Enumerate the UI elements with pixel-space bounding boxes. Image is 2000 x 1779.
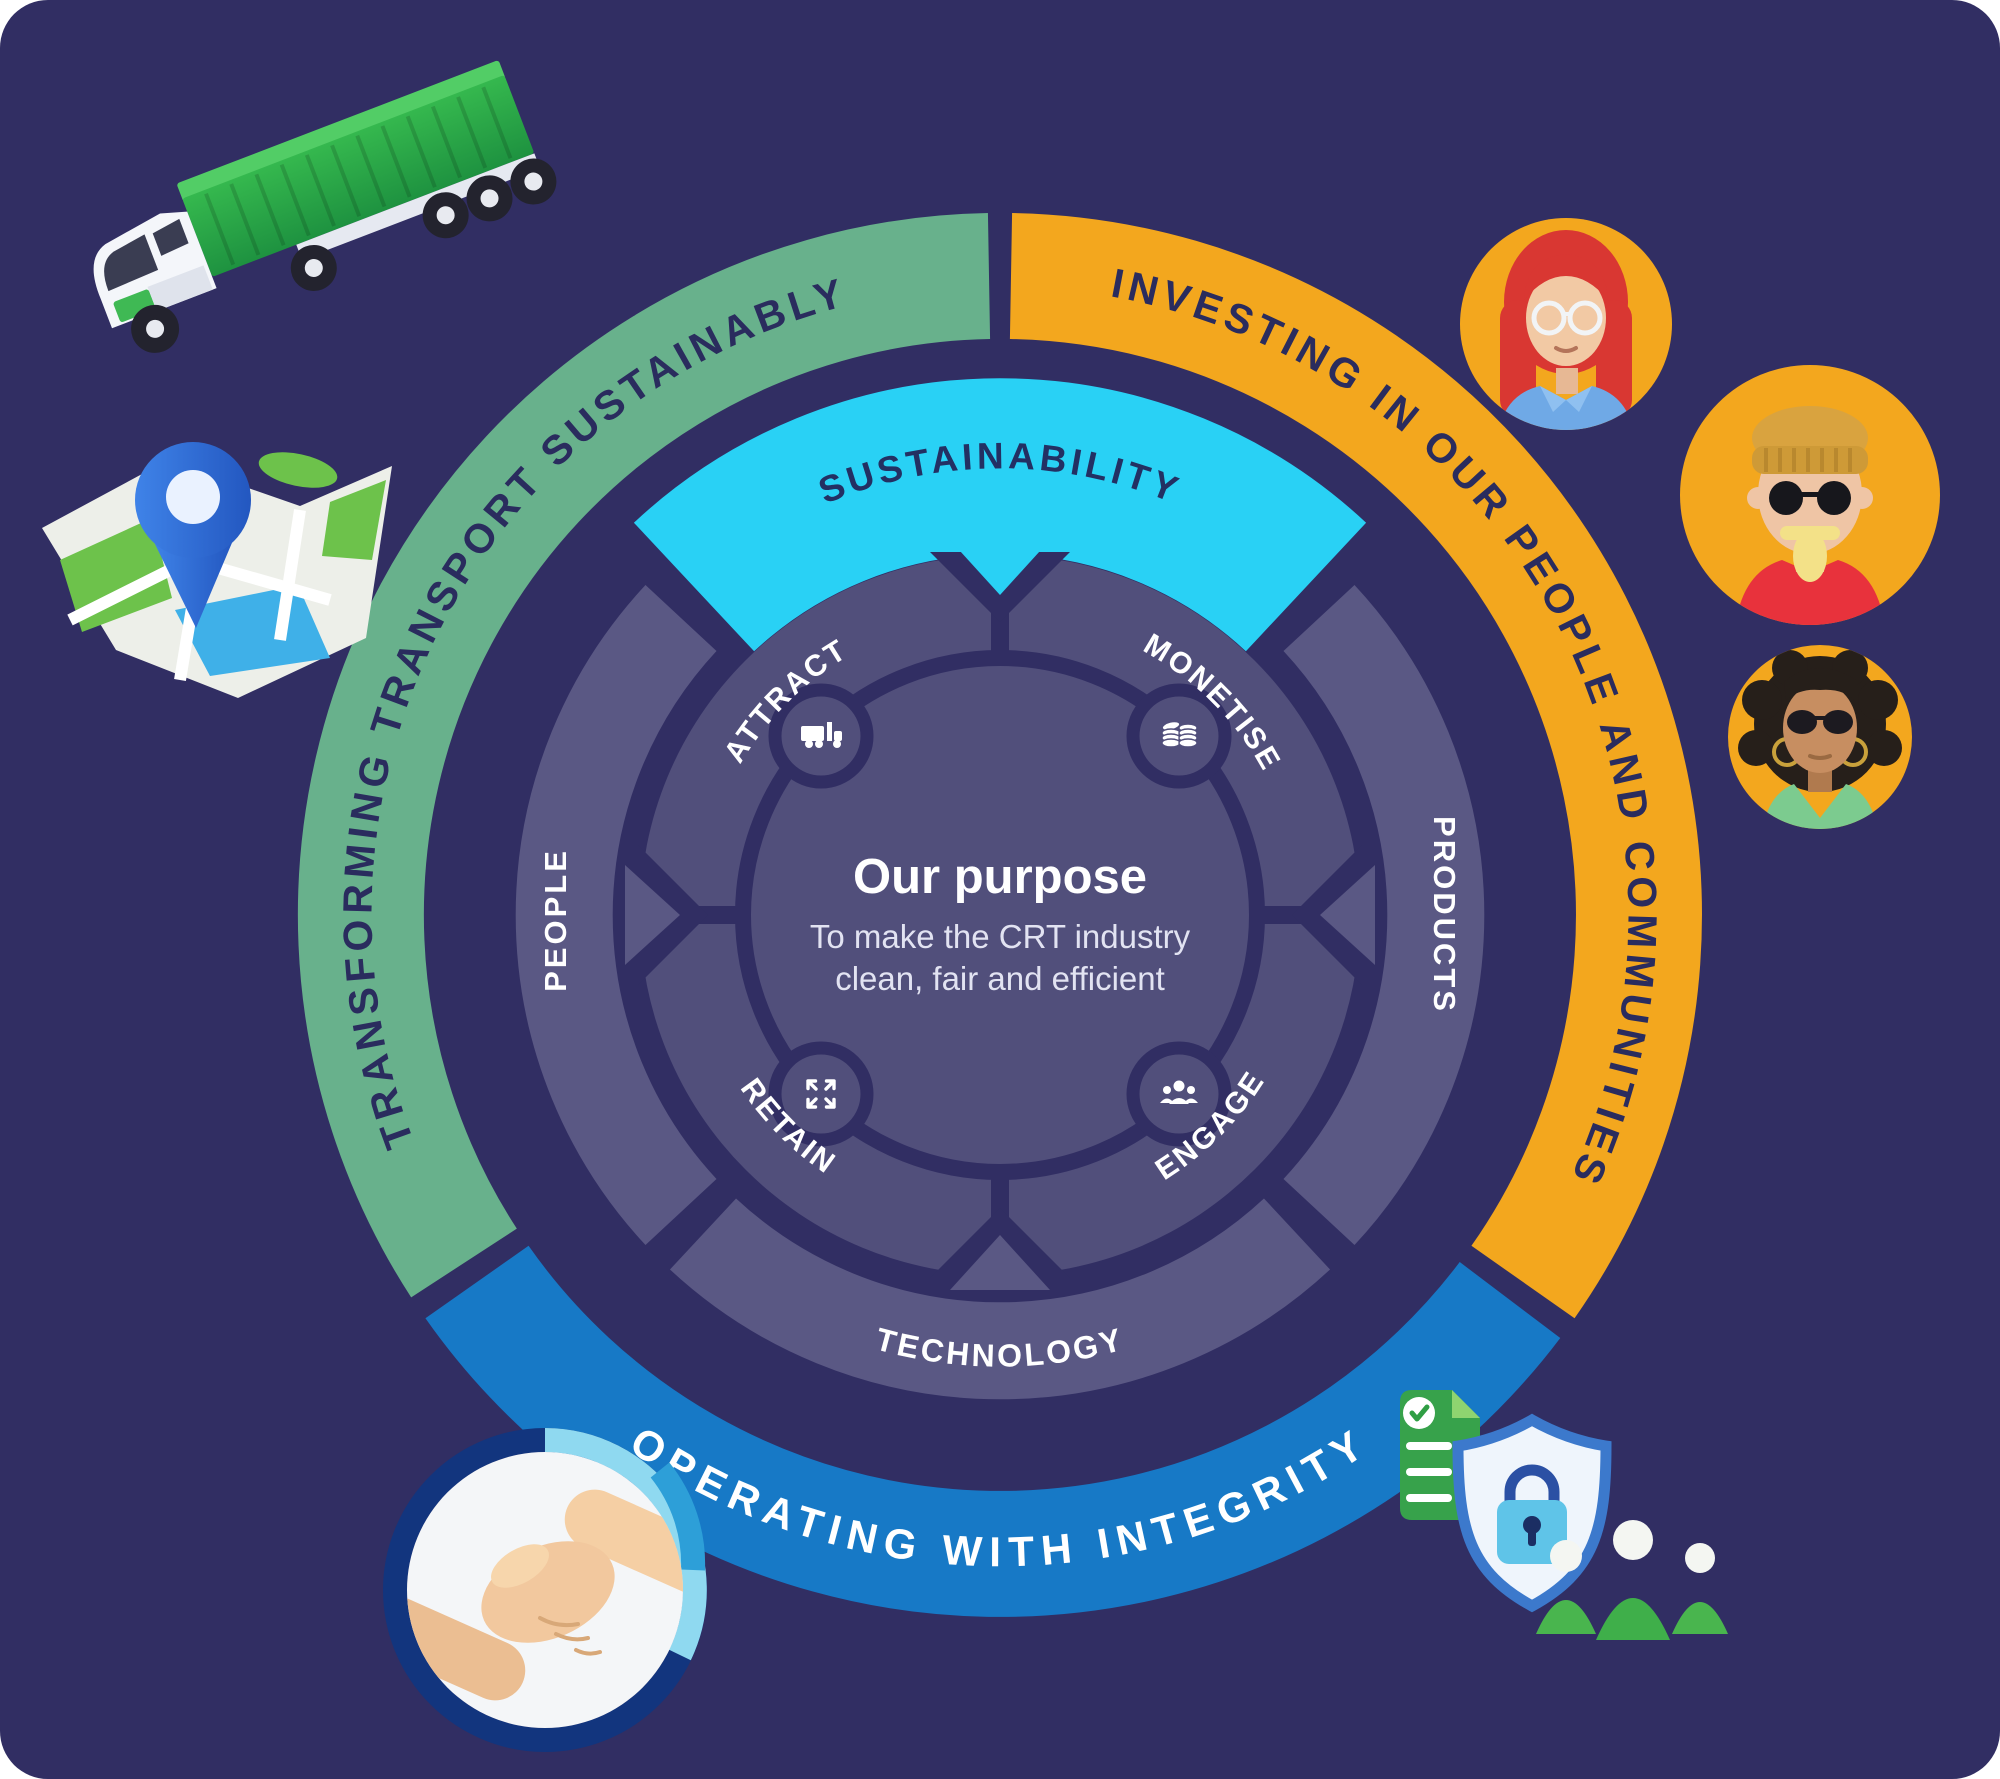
retain-icon-circle [768, 1041, 874, 1147]
quadrant-icon-circles [768, 683, 1232, 1147]
truck-icon [801, 722, 842, 748]
people-label: PEOPLE [538, 848, 573, 992]
sustainability-arrow [950, 540, 1050, 595]
handshake-illustration [383, 1428, 707, 1752]
grey-segment-people [515, 584, 717, 1246]
truck-trailer-illustration [93, 60, 557, 353]
technology-arrow [950, 1235, 1050, 1290]
document-shield-people-illustration [1400, 1390, 1728, 1640]
purpose-subtitle-line2: clean, fair and efficient [835, 960, 1165, 997]
people-arrow [625, 865, 680, 965]
pin-tail [152, 538, 234, 628]
beanie-ridges [1764, 448, 1852, 472]
green-arc-transforming [297, 213, 991, 1298]
engage-icon-circle [1126, 1041, 1232, 1147]
shield-lock-icon [1452, 1413, 1612, 1613]
map-location-pin-illustration [42, 442, 392, 698]
grey-segment-technology [669, 1198, 1331, 1400]
trailer-ridges [204, 86, 513, 266]
green-people-group-icon [1536, 1520, 1728, 1640]
avatar3-top [1762, 784, 1878, 829]
avatar1-shirt [1498, 386, 1634, 430]
blue-arc-integrity [425, 1245, 1561, 1617]
avatar-beanie-man [1680, 365, 1940, 625]
coins-icon [1161, 720, 1198, 748]
middle-ring [515, 378, 1485, 1400]
products-arrow [1320, 865, 1375, 965]
purpose-title: Our purpose [853, 850, 1147, 904]
expand-arrows-icon [806, 1079, 836, 1109]
products-label: PRODUCTS [1427, 816, 1462, 1014]
avatar-red-haired-woman [1460, 218, 1672, 430]
orange-arc-investing [1009, 213, 1702, 1319]
avatar2-shirt [1735, 560, 1885, 625]
people-group-icon [1160, 1080, 1198, 1104]
grey-segment-products [1283, 584, 1485, 1246]
center-purpose: Our purpose To make the CRT industry cle… [810, 850, 1191, 997]
handshake-hands [407, 1489, 683, 1701]
outer-ring [297, 213, 1702, 1617]
purpose-subtitle-line1: To make the CRT industry [810, 918, 1191, 955]
inner-wheel [625, 540, 1375, 1290]
cyan-segment-sustainability [633, 378, 1367, 653]
avatar-curly-hair-woman [1728, 645, 1912, 829]
